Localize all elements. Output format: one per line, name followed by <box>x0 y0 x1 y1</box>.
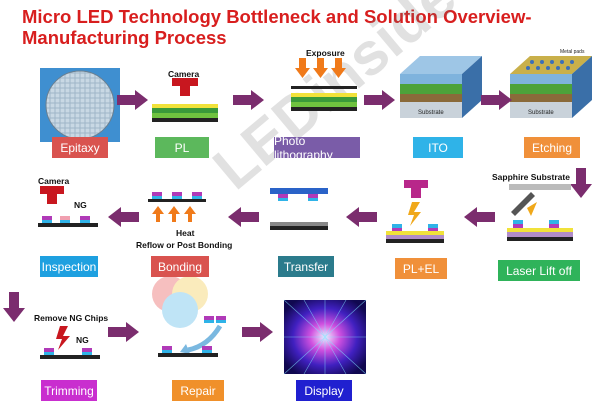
step-etching: Etching <box>524 137 580 158</box>
inspection-illustration <box>38 186 98 227</box>
step-display: Display <box>296 380 352 401</box>
ng-label: NG <box>74 200 87 210</box>
arrow-bonding-inspection <box>108 207 139 227</box>
step-laser-lift-off: Laser Lift off <box>498 260 580 281</box>
arrow-etching-laser <box>570 168 592 198</box>
arrow-pl-photo <box>233 90 264 110</box>
arrow-repair-display <box>242 322 273 342</box>
remove-ng-label: Remove NG Chips <box>34 313 109 323</box>
arrow-laser-plel <box>464 207 495 227</box>
ng-label-2: NG <box>76 335 89 345</box>
trimming-illustration <box>40 326 100 359</box>
arrow-trimming-repair <box>108 322 139 342</box>
arrow-plel-transfer <box>346 207 377 227</box>
reflow-label: Reflow or Post Bonding <box>136 240 233 250</box>
camera-label: Camera <box>168 69 200 79</box>
arrow-inspection-trimming <box>3 292 25 322</box>
step-repair: Repair <box>172 380 224 401</box>
step-pl-el: PL+EL <box>395 258 447 279</box>
step-pl: PL <box>155 137 209 158</box>
bonding-illustration <box>148 192 206 222</box>
heat-label: Heat <box>176 228 195 238</box>
metal-pads-text: Metal pads <box>560 49 585 55</box>
step-trimming: Trimming <box>41 380 97 401</box>
epitaxy-wafer-illustration <box>40 68 120 142</box>
sapphire-label: Sapphire Substrate <box>492 172 570 182</box>
substrate-text-2: Substrate <box>528 110 554 116</box>
laser-lift-off-illustration <box>507 184 573 241</box>
step-epitaxy: Epitaxy <box>52 137 108 158</box>
pl-el-illustration <box>386 180 444 243</box>
etching-illustration: Metal pads Substrate <box>510 49 592 118</box>
display-illustration <box>283 299 367 375</box>
arrow-photo-ito <box>364 90 395 110</box>
ito-illustration: Substrate <box>400 56 482 118</box>
arrow-epitaxy-pl <box>117 90 148 110</box>
step-photo-lithography: Photo lithography <box>274 134 360 162</box>
step-inspection: Inspection <box>40 256 98 277</box>
substrate-text: Substrate <box>418 110 444 116</box>
step-transfer: Transfer <box>278 256 334 277</box>
repair-illustration <box>158 316 226 357</box>
photolithography-illustration <box>291 58 357 111</box>
camera-label-2: Camera <box>38 176 70 186</box>
arrow-ito-etching <box>481 90 512 110</box>
step-ito: ITO <box>413 137 463 158</box>
arrow-transfer-bonding <box>228 207 259 227</box>
transfer-illustration <box>270 188 328 230</box>
page-title: Micro LED Technology Bottleneck and Solu… <box>22 6 532 48</box>
exposure-label: Exposure <box>306 48 345 58</box>
pl-illustration <box>152 78 218 122</box>
watermark-logo <box>152 276 208 328</box>
step-bonding: Bonding <box>151 256 209 277</box>
